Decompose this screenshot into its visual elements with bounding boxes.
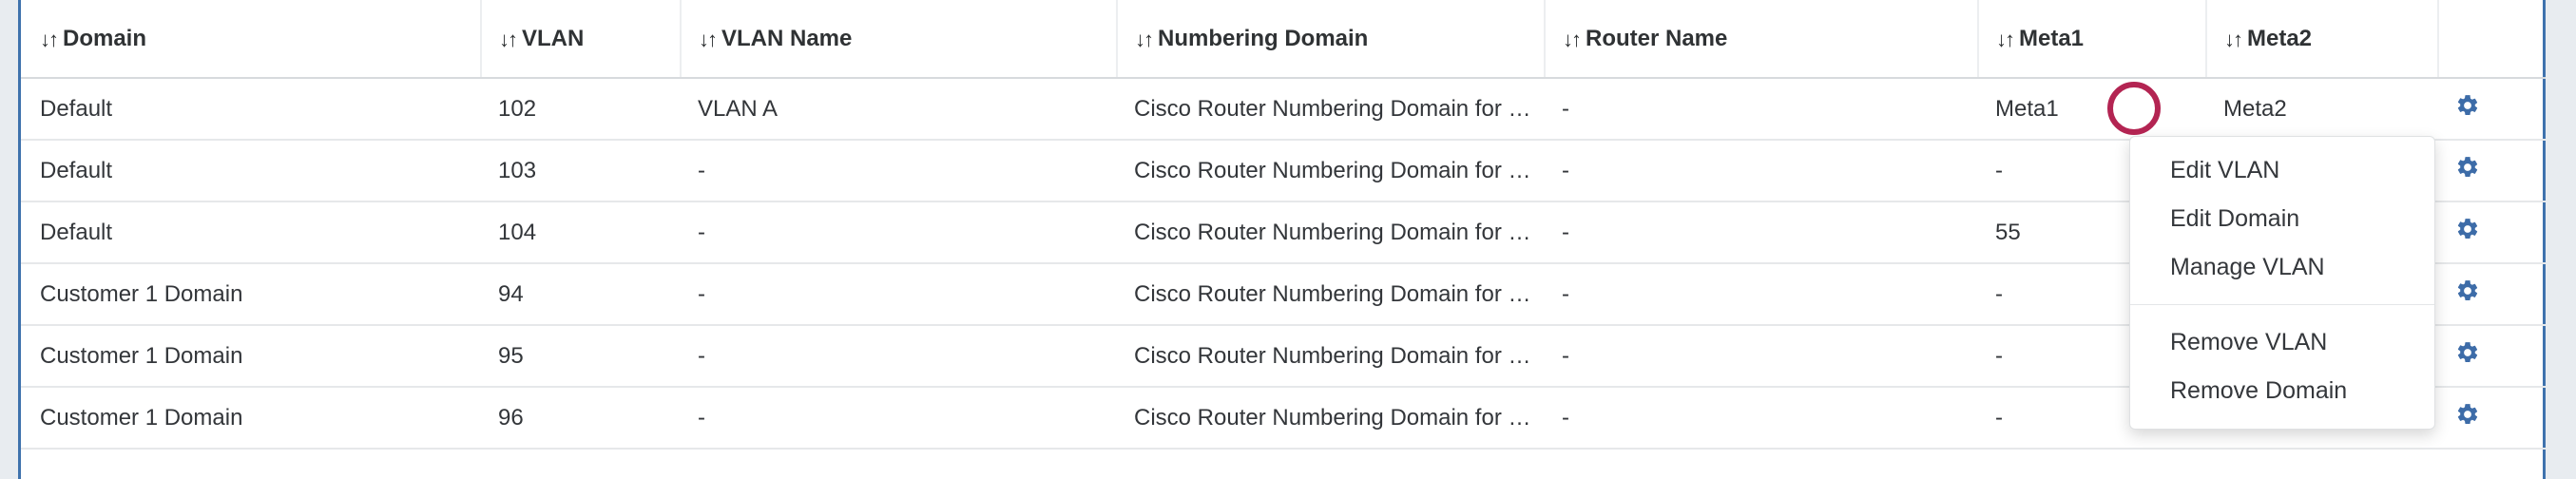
cell-actions[interactable] [2438,263,2546,326]
cell-vlan-name: - [681,325,1117,388]
menu-item-remove-vlan[interactable]: Remove VLAN [2170,329,2328,355]
table-header-row: ↓↑Domain ↓↑VLAN ↓↑VLAN Name ↓↑Numbering … [21,0,2546,79]
cell-domain: Default [21,140,481,202]
column-header-vlan-name[interactable]: ↓↑VLAN Name [680,0,1117,79]
sort-icon[interactable]: ↓↑ [499,27,518,51]
menu-item-remove-domain[interactable]: Remove Domain [2170,377,2348,404]
cell-domain: Default [21,78,481,141]
cell-actions[interactable] [2438,140,2546,202]
column-header-meta2-label: Meta2 [2247,25,2313,51]
cell-numbering-domain: Cisco Router Numbering Domain for … [1117,78,1545,141]
cell-domain: Customer 1 Domain [21,263,481,326]
cell-numbering-domain: Cisco Router Numbering Domain for … [1117,387,1545,450]
cell-domain: Customer 1 Domain [21,325,481,388]
column-header-vlan-label: VLAN [522,25,585,51]
column-header-meta1-label: Meta1 [2019,25,2085,51]
table-body: Default 102 VLAN A Cisco Router Numberin… [21,78,2546,450]
gear-icon[interactable] [2455,93,2480,118]
menu-item-edit-domain[interactable]: Edit Domain [2170,205,2300,232]
menu-item-manage-vlan[interactable]: Manage VLAN [2170,254,2325,280]
table-header: ↓↑Domain ↓↑VLAN ↓↑VLAN Name ↓↑Numbering … [21,0,2546,79]
cell-numbering-domain: Cisco Router Numbering Domain for … [1117,140,1545,202]
cell-numbering-domain: Cisco Router Numbering Domain for … [1117,325,1545,388]
sort-icon[interactable]: ↓↑ [2224,27,2243,51]
cell-vlan: 94 [481,263,681,326]
cell-vlan: 104 [481,201,681,264]
content-panel: ↓↑Domain ↓↑VLAN ↓↑VLAN Name ↓↑Numbering … [18,0,2546,479]
table-row[interactable]: Customer 1 Domain 96 - Cisco Router Numb… [21,387,2546,450]
vlan-table: ↓↑Domain ↓↑VLAN ↓↑VLAN Name ↓↑Numbering … [21,0,2546,450]
cell-vlan: 102 [481,78,681,141]
cell-vlan-name: - [681,387,1117,450]
cell-meta1: Meta1 [1978,78,2206,141]
cell-vlan-name: - [681,263,1117,326]
sort-icon[interactable]: ↓↑ [699,27,718,51]
table-row[interactable]: Default 104 - Cisco Router Numbering Dom… [21,201,2546,264]
cell-router-name: - [1545,387,1978,450]
column-header-router-name-label: Router Name [1586,25,1728,51]
sort-icon[interactable]: ↓↑ [1996,27,2015,51]
cell-vlan: 103 [481,140,681,202]
gear-icon[interactable] [2455,402,2480,427]
row-action-menu[interactable]: Edit VLAN Edit Domain Manage VLAN Remove… [2129,136,2435,430]
menu-item-edit-vlan[interactable]: Edit VLAN [2170,157,2280,183]
cell-vlan: 96 [481,387,681,450]
cell-router-name: - [1545,263,1978,326]
cell-numbering-domain: Cisco Router Numbering Domain for … [1117,201,1545,264]
column-header-router-name[interactable]: ↓↑Router Name [1544,0,1978,79]
cell-router-name: - [1545,325,1978,388]
cell-vlan-name: VLAN A [681,78,1117,141]
cell-numbering-domain: Cisco Router Numbering Domain for … [1117,263,1545,326]
sort-icon[interactable]: ↓↑ [1563,27,1582,51]
column-header-numbering-domain[interactable]: ↓↑Numbering Domain [1116,0,1545,79]
gear-icon[interactable] [2455,155,2480,180]
column-header-domain-label: Domain [63,25,147,51]
sort-icon[interactable]: ↓↑ [40,27,59,51]
column-header-vlan-name-label: VLAN Name [721,25,853,51]
cell-router-name: - [1545,201,1978,264]
cell-vlan: 95 [481,325,681,388]
column-header-vlan[interactable]: ↓↑VLAN [480,0,681,79]
cell-router-name: - [1545,140,1978,202]
cell-domain: Customer 1 Domain [21,387,481,450]
cell-actions[interactable] [2438,201,2546,264]
gear-icon[interactable] [2455,217,2480,241]
gear-icon[interactable] [2455,278,2480,303]
column-header-meta1[interactable]: ↓↑Meta1 [1977,0,2206,79]
gear-icon[interactable] [2455,340,2480,365]
column-header-numbering-domain-label: Numbering Domain [1158,25,1369,51]
column-header-domain[interactable]: ↓↑Domain [21,0,481,79]
cell-vlan-name: - [681,140,1117,202]
table-row[interactable]: Default 102 VLAN A Cisco Router Numberin… [21,78,2546,141]
cell-actions[interactable] [2438,387,2546,450]
column-header-actions [2437,0,2546,79]
cell-vlan-name: - [681,201,1117,264]
column-header-meta2[interactable]: ↓↑Meta2 [2205,0,2438,79]
sort-icon[interactable]: ↓↑ [1135,27,1154,51]
cell-meta2: Meta2 [2206,78,2438,141]
cell-router-name: - [1545,78,1978,141]
cell-domain: Default [21,201,481,264]
menu-divider [2130,304,2434,305]
cell-actions[interactable] [2438,325,2546,388]
cell-actions[interactable] [2438,78,2546,141]
